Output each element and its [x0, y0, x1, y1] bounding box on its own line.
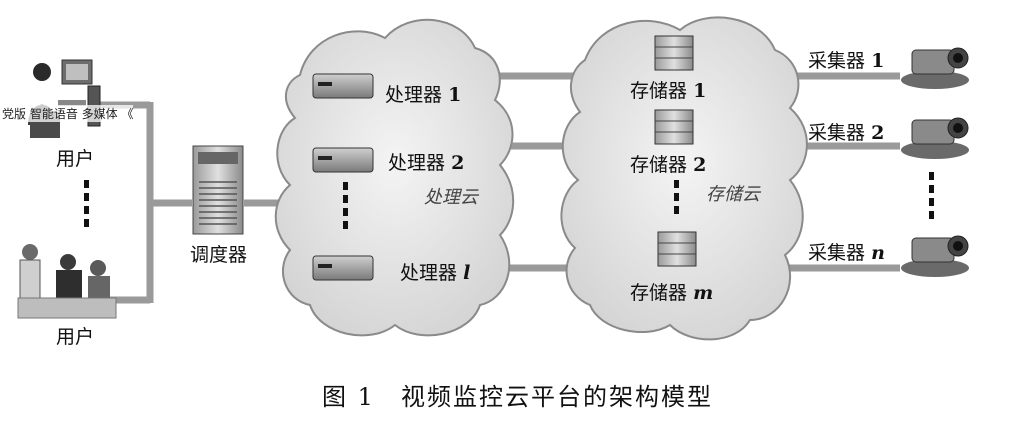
collector-label-2: 采集器 2 [808, 122, 885, 144]
collector-label-1: 采集器 1 [808, 50, 885, 72]
storage-stack-icon-2 [654, 109, 694, 145]
storage-label-1: 存储器 1 [630, 80, 707, 102]
storage-stack-icon-1 [654, 35, 694, 71]
collectors-ellipsis [929, 172, 934, 219]
processor-server-icon-1 [312, 73, 374, 99]
user-workstation-icon [28, 59, 101, 138]
storage-cloud-shape [560, 16, 808, 341]
processor-label-2: 处理器 2 [388, 152, 465, 174]
user-meeting-icon [17, 244, 117, 319]
processor-server-icon-l [312, 255, 374, 281]
processor-label-1: 处理器 1 [385, 84, 462, 106]
ellipsis-dots [84, 172, 934, 229]
user-label-bottom: 用户 [56, 326, 95, 348]
scheduler-tower-icon [192, 145, 244, 235]
figure-caption: 图 1 视频监控云平台的架构模型 [322, 383, 713, 411]
scheduler-label: 调度器 [190, 244, 248, 266]
processor-server-icon-2 [312, 147, 374, 173]
processing-cloud-label: 处理云 [424, 187, 478, 208]
processors-ellipsis [343, 182, 348, 229]
storage-label-m: 存储器 m [630, 282, 714, 304]
storage-label-2: 存储器 2 [630, 154, 707, 176]
camera-icon-1 [901, 47, 969, 89]
overlay-text: 党版 智能语音 多媒体 《 [2, 105, 134, 122]
storage-cloud-label: 存储云 [706, 184, 760, 205]
users-ellipsis [84, 180, 89, 227]
storage-ellipsis [674, 180, 679, 214]
collector-label-n: 采集器 n [808, 242, 885, 264]
camera-icon-n [901, 235, 969, 277]
camera-icon-2 [901, 117, 969, 159]
processing-cloud-shape [274, 18, 515, 337]
processor-label-l: 处理器 l [400, 262, 471, 284]
user-label-top: 用户 [56, 148, 95, 170]
storage-stack-icon-m [657, 231, 697, 267]
